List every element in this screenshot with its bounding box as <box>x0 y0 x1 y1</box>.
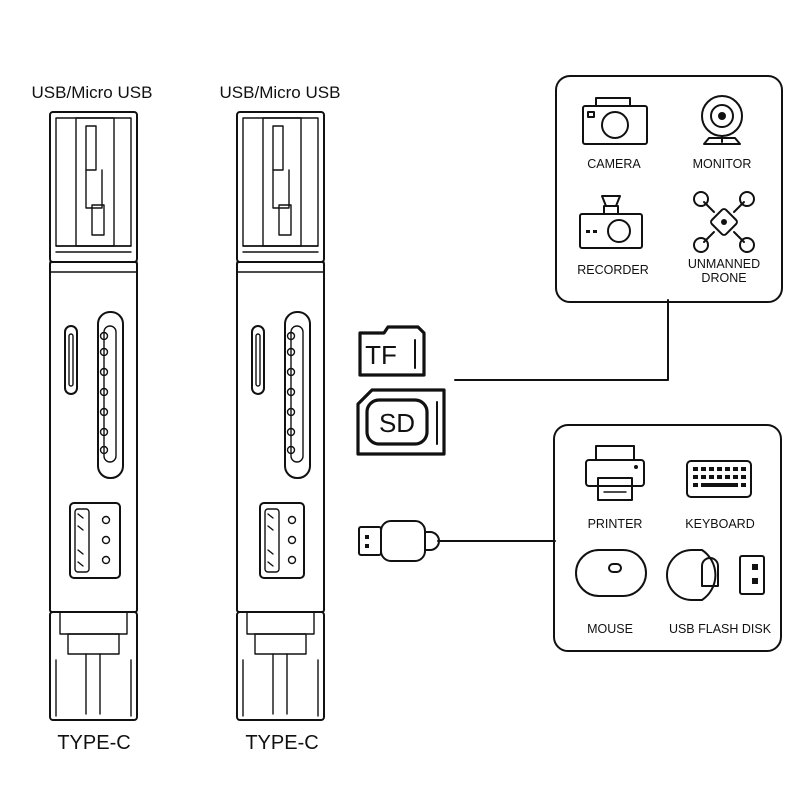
keyboard-icon <box>686 460 752 498</box>
card-connector-line <box>454 299 669 381</box>
card-reader-2: USB/Micro USB TYPE-C <box>220 83 341 754</box>
webcam-icon <box>701 95 743 145</box>
sd-card-icon: SD <box>356 388 446 456</box>
usb-devices-box: PRINTER KEYBOARD MOUSE <box>553 424 782 652</box>
device-label-printer: PRINTER <box>588 517 643 531</box>
dashcam-icon <box>579 195 643 249</box>
sd-card-label: SD <box>379 408 415 438</box>
device-label-recorder: RECORDER <box>577 263 649 277</box>
device-label-keyboard: KEYBOARD <box>685 517 754 531</box>
device-label-usb-flash-disk: USB FLASH DISK <box>669 622 772 636</box>
drone-icon <box>693 191 755 253</box>
usb-flash-disk-icon <box>666 549 765 601</box>
reader-1-bottom-label: TYPE-C <box>57 732 130 754</box>
usb-plug-icon <box>358 520 440 562</box>
device-label-drone-line-2: DRONE <box>701 271 746 285</box>
device-label-camera: CAMERA <box>587 157 641 171</box>
reader-2-top-label: USB/Micro USB <box>220 83 341 102</box>
device-label-drone-line-1: UNMANNED <box>688 257 760 271</box>
tf-card-label: TF <box>365 340 397 370</box>
tf-card-icon: TF <box>358 325 426 377</box>
mouse-icon <box>575 549 647 597</box>
reader-1-top-label: USB/Micro USB <box>32 83 153 102</box>
reader-2-bottom-label: TYPE-C <box>245 732 318 754</box>
device-label-monitor: MONITOR <box>693 157 752 171</box>
printer-icon <box>585 445 645 501</box>
card-reader-1: USB/Micro USB <box>32 83 153 754</box>
device-label-mouse: MOUSE <box>587 622 633 636</box>
camera-icon <box>582 97 648 145</box>
card-devices-box: CAMERA MONITOR RECORDER <box>555 75 783 303</box>
